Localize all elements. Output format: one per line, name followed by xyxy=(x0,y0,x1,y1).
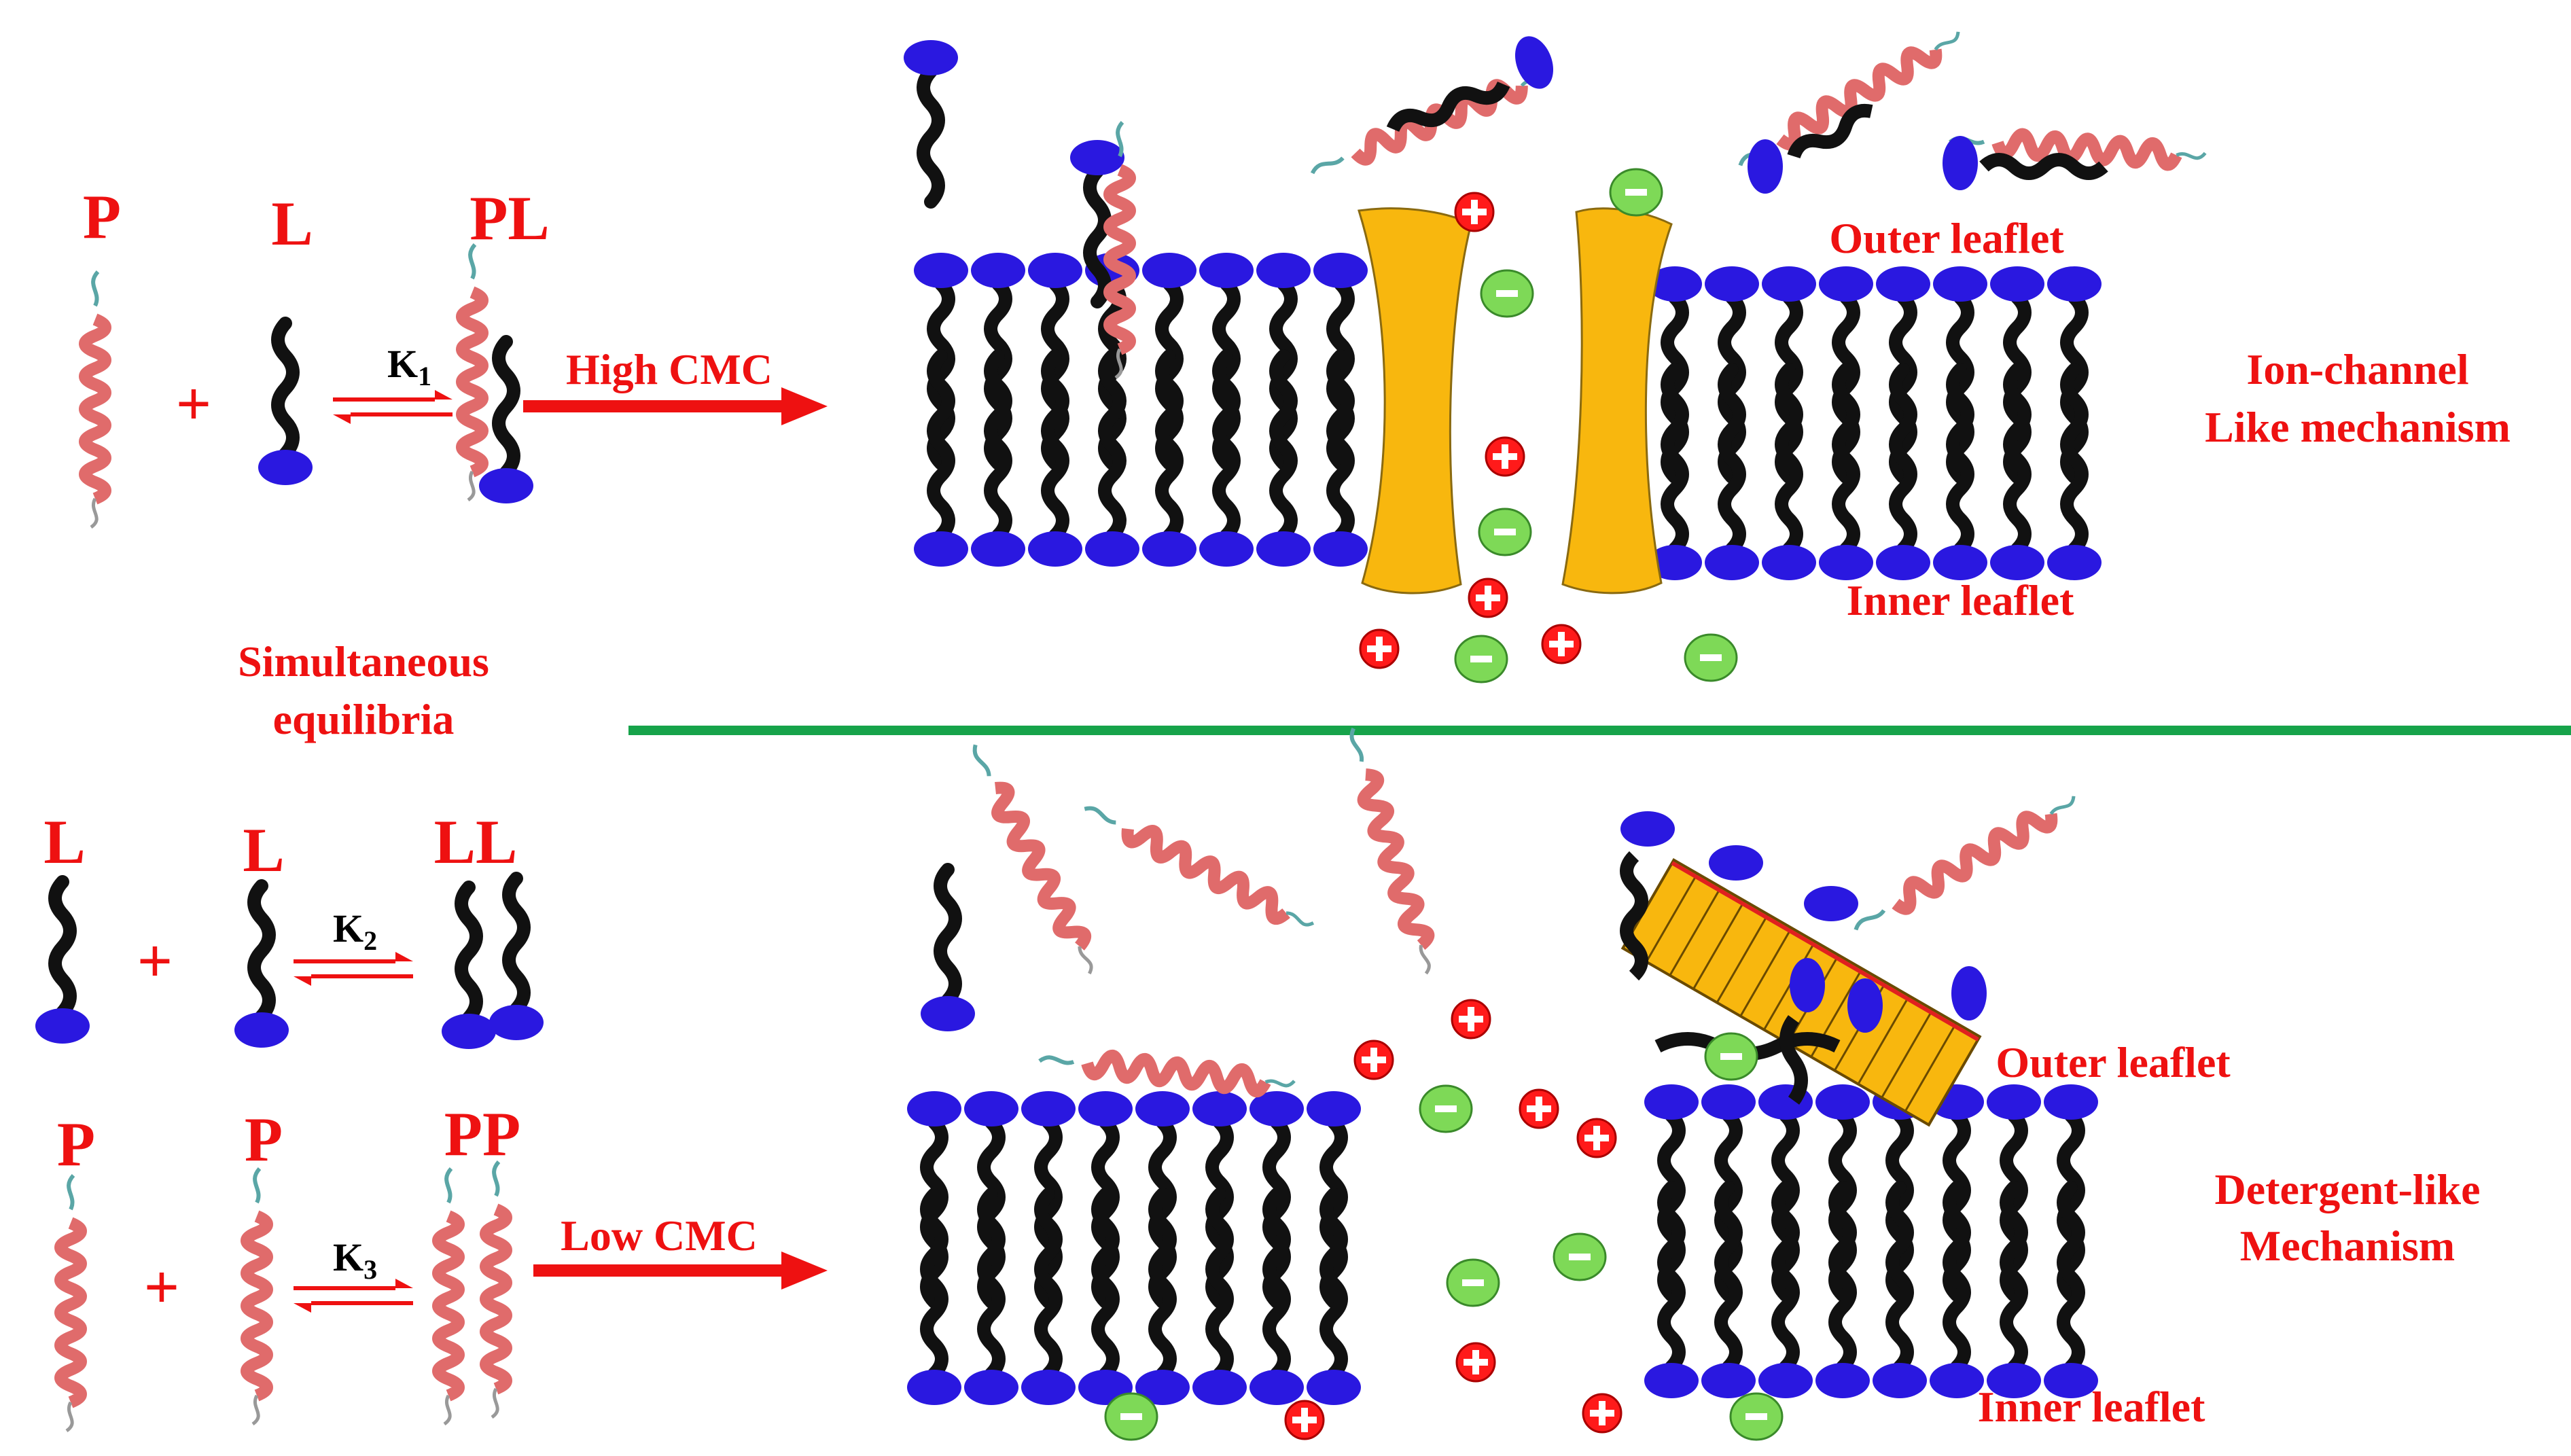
peptide-icon xyxy=(462,245,482,500)
peptide-icon xyxy=(1081,798,1316,936)
pp-term-a: P xyxy=(57,1109,95,1179)
peptide-icon xyxy=(438,1169,459,1424)
anion-icon xyxy=(1104,1392,1158,1441)
high-cmc-arrow: High CMC xyxy=(523,345,828,425)
outer-leaflet-label: Outer leaflet xyxy=(1996,1038,2231,1086)
lipid-icon xyxy=(258,323,313,485)
ll-term-a: L xyxy=(43,807,85,876)
anion-icon xyxy=(1609,168,1663,217)
caption-line-2: equilibria xyxy=(273,695,455,743)
equilibrium-arrows-icon xyxy=(294,1279,413,1313)
channel-half-right xyxy=(1561,207,1673,594)
anion-icon xyxy=(1454,635,1508,683)
bilayer-right xyxy=(1648,266,2102,580)
lipid-icon xyxy=(904,40,958,202)
cation-icon xyxy=(1541,624,1582,664)
peptide-icon xyxy=(60,1175,81,1431)
anion-icon xyxy=(1419,1084,1473,1133)
peptide-icon xyxy=(85,272,105,527)
pl-term-b: L xyxy=(271,189,313,258)
pp-term-b: P xyxy=(245,1105,283,1174)
bilayer-left xyxy=(907,1091,1361,1405)
bilayer-right xyxy=(1644,1084,2098,1398)
pl-k-label: K1 xyxy=(387,342,431,391)
cation-icon xyxy=(1485,436,1525,477)
bottom-membrane: Outer leaflet Inner leaflet Detergent-li… xyxy=(907,726,2481,1441)
anion-icon xyxy=(1553,1232,1607,1281)
mechanism-line-2: Mechanism xyxy=(2240,1222,2455,1270)
anion-icon xyxy=(1704,1032,1758,1081)
cation-icon xyxy=(1455,1342,1496,1383)
pl-plus: + xyxy=(176,369,211,438)
equilibrium-arrows-icon xyxy=(333,390,453,424)
pl-equilibrium: P + L K1 PL xyxy=(83,182,550,527)
bilayer-left xyxy=(914,253,1368,567)
mechanism-line-1: Detergent-like xyxy=(2215,1165,2481,1213)
lipid-icon xyxy=(489,878,544,1040)
cation-icon xyxy=(1451,999,1491,1040)
anion-icon xyxy=(1446,1258,1500,1307)
anion-icon xyxy=(1729,1392,1784,1441)
cation-icon xyxy=(1468,578,1508,618)
top-membrane: Outer leaflet Inner leaflet Ion-channel … xyxy=(904,26,2511,683)
ll-term-b: L xyxy=(243,815,284,885)
cation-icon xyxy=(1359,628,1400,669)
anion-icon xyxy=(1478,508,1532,556)
lipid-icon xyxy=(921,870,975,1031)
mechanism-line-2: Like mechanism xyxy=(2205,403,2511,451)
high-cmc-label: High CMC xyxy=(566,345,773,393)
ll-product: LL xyxy=(434,807,518,876)
cation-icon xyxy=(1576,1118,1617,1158)
inner-leaflet-label: Inner leaflet xyxy=(1847,576,2074,624)
peptide-icon xyxy=(964,741,1102,976)
cation-icon xyxy=(1284,1400,1325,1440)
pp-k-label: K3 xyxy=(333,1235,377,1285)
anion-icon xyxy=(1480,269,1534,318)
peptide-icon xyxy=(1341,726,1440,976)
peptide-icon xyxy=(247,1169,267,1424)
cation-icon xyxy=(1353,1040,1394,1080)
ll-k-label: K2 xyxy=(333,906,377,956)
cation-icon xyxy=(1519,1088,1559,1129)
peptide-icon xyxy=(1039,1048,1295,1095)
cation-icon xyxy=(1454,192,1495,232)
peptide-icon xyxy=(1849,791,2081,936)
pl-term-a: P xyxy=(83,182,121,251)
outer-leaflet-label: Outer leaflet xyxy=(1829,214,2064,262)
ll-equilibrium: L + L K2 LL xyxy=(35,807,544,1049)
anion-icon xyxy=(1684,633,1738,682)
low-cmc-label: Low CMC xyxy=(561,1211,758,1260)
pp-product: PP xyxy=(444,1099,520,1169)
lipid-icon xyxy=(35,882,90,1044)
inner-leaflet-label: Inner leaflet xyxy=(1978,1383,2205,1431)
lipid-icon xyxy=(234,886,289,1048)
lipid-icon xyxy=(442,887,496,1049)
pl-product: PL xyxy=(469,183,550,253)
low-cmc-arrow: Low CMC xyxy=(533,1211,828,1290)
mechanism-line-1: Ion-channel xyxy=(2246,345,2468,393)
caption-line-1: Simultaneous xyxy=(238,637,489,686)
equilibrium-arrows-icon xyxy=(294,952,413,986)
cation-icon xyxy=(1582,1393,1623,1434)
pp-plus: + xyxy=(144,1252,179,1321)
ll-plus: + xyxy=(137,926,173,995)
peptide-icon xyxy=(486,1162,506,1417)
pp-equilibrium: P + P K3 PP xyxy=(57,1099,520,1431)
channel-half-left xyxy=(1358,207,1472,594)
